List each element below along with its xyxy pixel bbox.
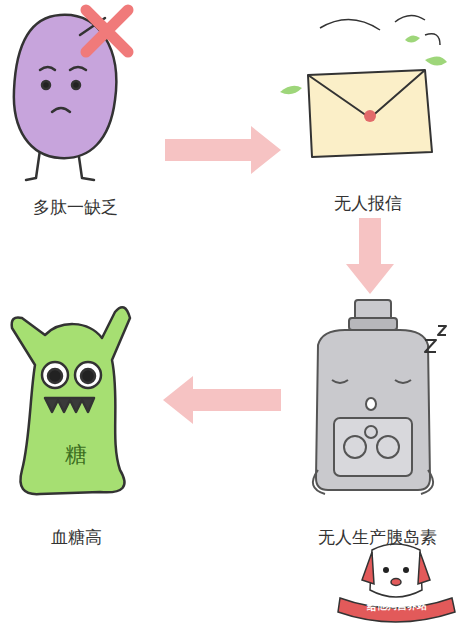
figure-text: 糖 <box>5 440 147 470</box>
block-arrow <box>163 376 281 424</box>
caption-text: 无人生产胰岛素 <box>297 526 457 549</box>
insulin-machine <box>313 300 446 494</box>
block-arrow <box>346 218 394 294</box>
caption-text: 血糖高 <box>5 526 147 549</box>
letter-figure <box>280 15 447 157</box>
letter-node: 无人报信 <box>283 20 453 216</box>
watermark-text: 给他狗营养站 <box>338 598 455 614</box>
block-arrow <box>165 126 281 174</box>
machine-node: 无人生产胰岛素 <box>297 296 457 554</box>
peptide-node: 多肽一缺乏 <box>8 6 143 224</box>
watermark-logo <box>338 544 455 622</box>
sugar-node: 糖血糖高 <box>5 300 147 554</box>
cross-mark <box>86 10 128 52</box>
caption-text: 无人报信 <box>283 192 453 215</box>
caption-text: 多肽一缺乏 <box>8 196 143 219</box>
